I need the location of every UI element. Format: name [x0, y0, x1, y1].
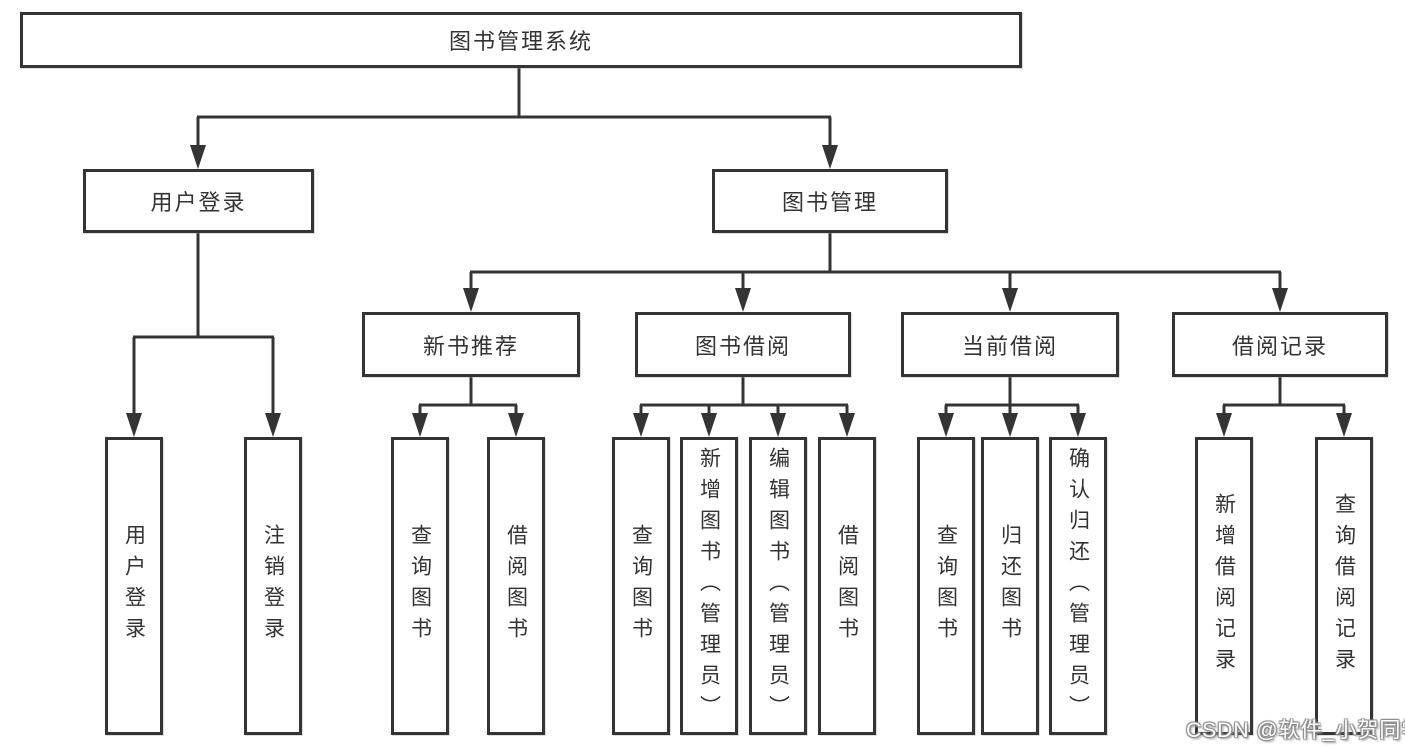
- leaf-borrow-books: 借阅图书: [818, 437, 876, 735]
- node-label: 用户登录: [150, 190, 247, 215]
- leaf-borrow-books-recommend: 借阅图书: [487, 437, 545, 735]
- node-label: 借阅记录: [1231, 333, 1328, 359]
- leaf-label: 确认归还（管理员）: [1066, 446, 1090, 726]
- leaf-label: 借阅图书: [835, 524, 859, 648]
- leaf-label: 查询图书: [408, 524, 432, 648]
- leaf-label: 查询图书: [934, 524, 958, 648]
- leaf-label: 归还图书: [998, 524, 1022, 648]
- leaf-label: 编辑图书（管理员）: [766, 446, 790, 726]
- leaf-label: 借阅图书: [504, 524, 528, 648]
- node-library-management-system: 图书管理系统: [20, 12, 1022, 68]
- node-book-borrow: 图书借阅: [635, 312, 851, 377]
- leaf-query-borrow-record: 查询借阅记录: [1315, 437, 1373, 735]
- leaf-query-books-borrow: 查询图书: [612, 437, 670, 735]
- node-label: 图书管理: [781, 190, 878, 215]
- node-label: 图书管理系统: [448, 29, 593, 54]
- leaf-query-books-current: 查询图书: [917, 437, 975, 735]
- leaf-edit-books-admin: 编辑图书（管理员）: [749, 437, 807, 735]
- leaf-confirm-return-admin: 确认归还（管理员）: [1049, 437, 1107, 735]
- node-borrow-records: 借阅记录: [1172, 312, 1388, 377]
- leaf-add-books-admin: 新增图书（管理员）: [680, 437, 738, 735]
- leaf-user-login: 用户登录: [105, 437, 163, 735]
- leaf-label: 注销登录: [261, 524, 285, 648]
- leaf-label: 查询借阅记录: [1332, 493, 1356, 679]
- leaf-label: 新增图书（管理员）: [697, 446, 721, 726]
- node-user-login: 用户登录: [83, 169, 314, 233]
- leaf-logout: 注销登录: [244, 437, 302, 735]
- leaf-label: 新增借阅记录: [1212, 493, 1236, 679]
- node-current-borrow: 当前借阅: [901, 312, 1119, 377]
- leaf-add-borrow-record: 新增借阅记录: [1195, 437, 1253, 735]
- node-new-book-recommend: 新书推荐: [362, 312, 580, 377]
- leaf-label: 查询图书: [629, 524, 653, 648]
- node-label: 新书推荐: [422, 333, 519, 359]
- leaf-return-books: 归还图书: [981, 437, 1039, 735]
- node-label: 图书借阅: [694, 333, 791, 359]
- node-book-management: 图书管理: [712, 169, 948, 233]
- leaf-label: 用户登录: [122, 524, 146, 648]
- watermark: CSDN @软件_小贺同学: [1186, 719, 1405, 742]
- leaf-query-books-recommend: 查询图书: [391, 437, 449, 735]
- node-label: 当前借阅: [961, 333, 1058, 359]
